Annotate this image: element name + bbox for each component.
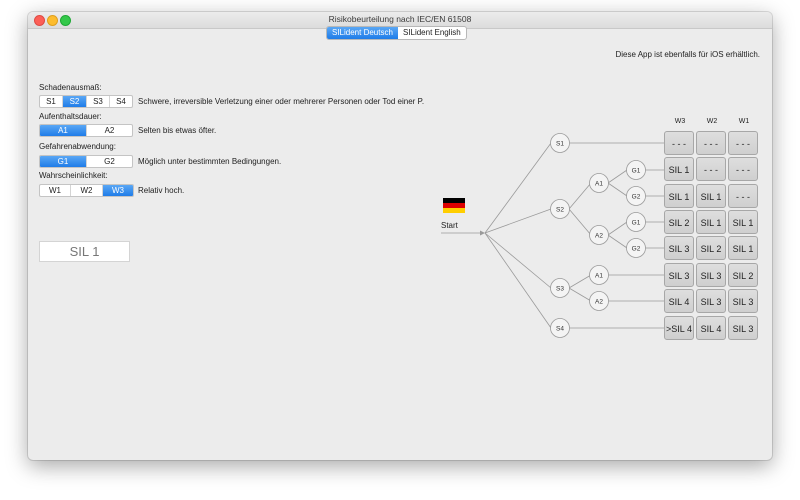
node-s2-a1-g2: G2 — [632, 194, 641, 201]
window-title: Risikobeurteilung nach IEC/EN 61508 — [328, 14, 472, 24]
wahrsch-option-w2[interactable]: W2 — [71, 185, 103, 196]
app-window: Risikobeurteilung nach IEC/EN 61508 SILi… — [28, 12, 772, 460]
aufenthalt-selector: A1 A2 — [39, 124, 133, 137]
matrix-cell-r4-w1: SIL 1 — [728, 210, 758, 234]
node-s2-a2-g1: G1 — [632, 220, 641, 227]
gefahr-label: Gefahrenabwendung: — [39, 142, 116, 151]
aufenthalt-option-a1[interactable]: A1 — [40, 125, 87, 136]
start-label: Start — [441, 221, 458, 230]
matrix-cell-r8-w3: >SIL 4 — [664, 316, 694, 340]
schaden-description: Schwere, irreversible Verletzung einer o… — [138, 97, 425, 106]
matrix-cell-r3-w1: - - - — [728, 184, 758, 208]
schaden-option-s2[interactable]: S2 — [63, 96, 87, 107]
matrix-cell-r1-w1: - - - — [728, 131, 758, 155]
matrix-cell-r1-w3: - - - — [664, 131, 694, 155]
matrix-cell-r2-w3: SIL 1 — [664, 157, 694, 181]
wahrsch-label: Wahrscheinlichkeit: — [39, 171, 108, 180]
node-s3-a2: A2 — [595, 299, 603, 306]
schaden-option-s3[interactable]: S3 — [87, 96, 110, 107]
node-s2-a1: A1 — [595, 181, 603, 188]
risk-graph-edges — [441, 142, 664, 329]
matrix-cell-r7-w3: SIL 4 — [664, 289, 694, 313]
matrix-cell-r4-w2: SIL 1 — [696, 210, 726, 234]
german-flag-icon — [443, 198, 465, 213]
schaden-option-s4[interactable]: S4 — [116, 97, 126, 106]
matrix-header-w2: W2 — [706, 118, 718, 125]
matrix-header-w3: W3 — [674, 118, 686, 125]
matrix-cell-r4-w3: SIL 2 — [664, 210, 694, 234]
matrix-cell-r6-w2: SIL 3 — [696, 263, 726, 287]
node-s3-a1: A1 — [595, 273, 603, 280]
gefahr-option-g2[interactable]: G2 — [104, 157, 115, 166]
wahrsch-description: Relativ hoch. — [138, 186, 185, 195]
matrix-cell-r8-w1: SIL 3 — [728, 316, 758, 340]
matrix-cell-r3-w3: SIL 1 — [664, 184, 694, 208]
matrix-cell-r2-w1: - - - — [728, 157, 758, 181]
node-s2-a2-g2: G2 — [632, 246, 641, 253]
wahrsch-selector: W1 W2 W3 — [39, 184, 134, 197]
tab-deutsch[interactable]: SILident Deutsch — [327, 27, 398, 39]
minimize-window-button[interactable] — [47, 15, 58, 26]
matrix-header-w1: W1 — [738, 118, 750, 125]
matrix-cell-r5-w3: SIL 3 — [664, 236, 694, 260]
matrix-cell-r7-w2: SIL 3 — [696, 289, 726, 313]
matrix-cell-r1-w2: - - - — [696, 131, 726, 155]
risk-graph-nodes — [550, 133, 646, 338]
gefahr-option-g1[interactable]: G1 — [40, 156, 87, 167]
language-tabs: SILident Deutsch SILident English — [326, 26, 467, 40]
tab-english[interactable]: SILident English — [402, 28, 461, 37]
gefahr-description: Möglich unter bestimmten Bedingungen. — [138, 157, 282, 166]
matrix-cell-r6-w1: SIL 2 — [728, 263, 758, 287]
node-s3: S3 — [556, 286, 564, 293]
risk-graph: S1 S2 A1 G1 G2 A2 G1 G2 S3 A1 A2 S4 — [441, 133, 664, 338]
matrix-cell-r5-w1: SIL 1 — [728, 236, 758, 260]
zoom-window-button[interactable] — [60, 15, 71, 26]
schaden-selector: S1 S2 S3 S4 — [39, 95, 133, 108]
schaden-option-s1[interactable]: S1 — [40, 96, 63, 107]
matrix-cell-r6-w3: SIL 3 — [664, 263, 694, 287]
node-s1: S1 — [556, 141, 564, 148]
matrix-cell-r7-w1: SIL 3 — [728, 289, 758, 313]
wahrsch-option-w3[interactable]: W3 — [103, 185, 133, 196]
matrix-cell-r8-w2: SIL 4 — [696, 316, 726, 340]
close-window-button[interactable] — [34, 15, 45, 26]
aufenthalt-label: Aufenthaltsdauer: — [39, 112, 102, 121]
gefahr-selector: G1 G2 — [39, 155, 133, 168]
node-s2-a2: A2 — [595, 233, 603, 240]
schaden-label: Schadenausmaß: — [39, 83, 102, 92]
sil-result: SIL 1 — [39, 241, 130, 262]
aufenthalt-option-a2[interactable]: A2 — [104, 126, 115, 135]
aufenthalt-description: Selten bis etwas öfter. — [138, 126, 217, 135]
wahrsch-option-w1[interactable]: W1 — [40, 185, 71, 196]
matrix-cell-r5-w2: SIL 2 — [696, 236, 726, 260]
ios-notice: Diese App ist ebenfalls für iOS erhältli… — [615, 50, 760, 59]
node-s4: S4 — [556, 326, 564, 333]
node-s2-a1-g1: G1 — [632, 168, 641, 175]
matrix-cell-r2-w2: - - - — [696, 157, 726, 181]
node-s2: S2 — [556, 207, 564, 214]
matrix-cell-r3-w2: SIL 1 — [696, 184, 726, 208]
